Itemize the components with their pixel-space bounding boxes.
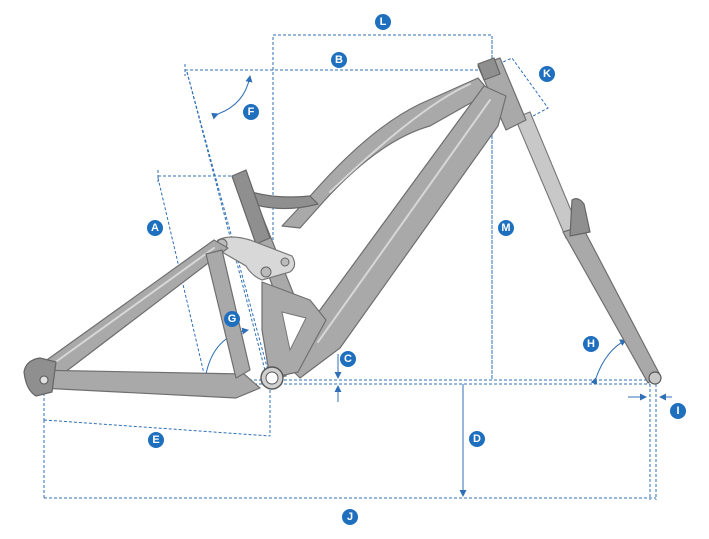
svg-text:E: E [152, 434, 159, 446]
badge-i: I [670, 403, 686, 419]
badge-e: E [148, 432, 164, 448]
dimension-f-arc [211, 75, 253, 120]
dimension-g-arc [201, 327, 249, 381]
badge-f: F [243, 104, 259, 120]
svg-text:D: D [473, 433, 481, 445]
svg-text:A: A [151, 222, 159, 234]
badge-g: G [224, 311, 240, 327]
bike-frame [23, 57, 662, 399]
svg-text:C: C [344, 353, 352, 365]
svg-text:F: F [248, 106, 255, 118]
svg-text:K: K [543, 68, 551, 80]
rear-shock [231, 169, 271, 245]
badge-d: D [469, 431, 485, 447]
dimension-h-arc [590, 339, 627, 385]
front-axle-icon [648, 371, 662, 385]
label-badges: L B K F A M G H C I E D J [147, 14, 686, 525]
top-tube [281, 77, 491, 229]
dimension-e-line-1 [43, 419, 271, 437]
svg-text:B: B [335, 54, 343, 66]
svg-text:L: L [380, 16, 387, 28]
seat-strut [239, 187, 319, 210]
svg-text:H: H [587, 338, 595, 350]
rear-axle-icon [39, 375, 49, 385]
rear-dropout [23, 357, 57, 397]
badge-b: B [331, 52, 347, 68]
badge-a: A [147, 220, 163, 236]
svg-text:M: M [501, 222, 510, 234]
svg-text:I: I [676, 405, 679, 417]
svg-text:J: J [347, 511, 353, 523]
badge-c: C [340, 351, 356, 367]
badge-k: K [539, 66, 555, 82]
badge-l: L [375, 14, 391, 30]
badge-j: J [342, 509, 358, 525]
chain-stay [29, 369, 261, 399]
svg-text:G: G [228, 313, 237, 325]
badge-h: H [583, 336, 599, 352]
badge-m: M [498, 220, 514, 236]
dimension-f-ray-2 [186, 71, 268, 379]
